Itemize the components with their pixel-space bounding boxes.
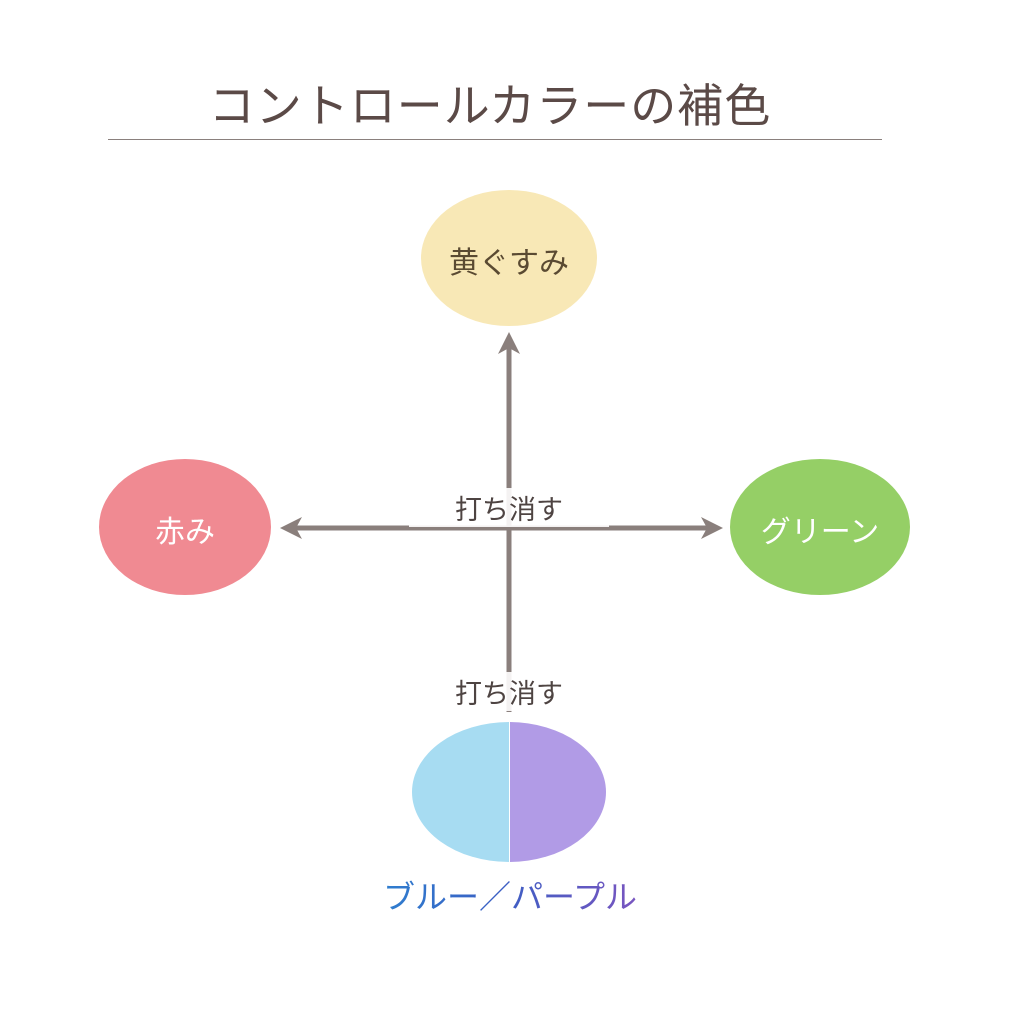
red-ellipse — [99, 459, 271, 595]
yellow-label: 黄ぐすみ — [449, 246, 569, 281]
title-divider — [108, 139, 882, 140]
cancel-label-vertical: 打ち消す — [409, 672, 609, 711]
purple-half — [510, 722, 606, 862]
yellow-ellipse — [421, 190, 597, 326]
green-ellipse — [730, 459, 910, 595]
red-label: 赤み — [155, 515, 215, 550]
page-title: コントロールカラーの補色 — [208, 79, 772, 133]
blue-half — [412, 722, 509, 862]
blue-purple-label: ブルー／パープル — [380, 872, 640, 918]
cancel-label-horizontal: 打ち消す — [409, 488, 609, 527]
green-label: グリーン — [760, 515, 880, 550]
